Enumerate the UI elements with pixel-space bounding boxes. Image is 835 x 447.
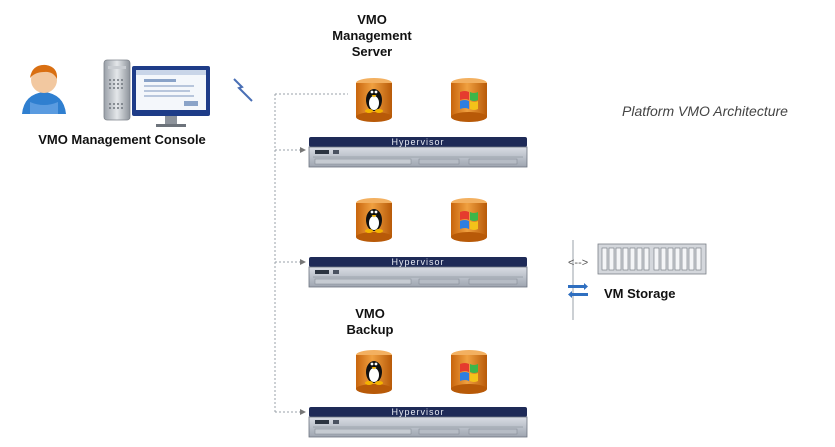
- management-server-label-line: VMO: [357, 12, 387, 27]
- backup-label: VMO Backup: [330, 306, 410, 338]
- hypervisor-label: Hypervisor: [391, 407, 444, 417]
- hypervisor-label: Hypervisor: [391, 257, 444, 267]
- windows-vm-icon: [451, 198, 487, 242]
- management-server-label-line: Server: [351, 44, 393, 59]
- windows-vm-icon: [451, 78, 487, 122]
- console-label: VMO Management Console: [38, 132, 206, 147]
- vm-storage-label: VM Storage: [604, 286, 676, 301]
- storage-link-arrow: <-->: [568, 257, 588, 269]
- sync-arrows-icon: [568, 283, 588, 298]
- hypervisor-label: Hypervisor: [391, 137, 444, 147]
- computer-tower-icon: [103, 59, 131, 121]
- backup-label-line: Backup: [346, 322, 394, 337]
- storage-array-icon: [597, 243, 707, 275]
- linux-vm-icon: [356, 78, 392, 122]
- connection-lines: [274, 93, 574, 413]
- lightning-link-icon: [233, 78, 253, 102]
- backup-label-line: VMO: [355, 306, 385, 321]
- windows-vm-icon: [451, 350, 487, 394]
- linux-vm-icon: [356, 350, 392, 394]
- monitor-icon: [132, 66, 210, 127]
- linux-vm-icon: [356, 198, 392, 242]
- management-server-label-line: Management: [332, 28, 412, 43]
- management-server-label: VMO Management Server: [322, 12, 422, 60]
- diagram-caption: Platform VMO Architecture: [622, 103, 788, 119]
- user-icon: [22, 64, 66, 114]
